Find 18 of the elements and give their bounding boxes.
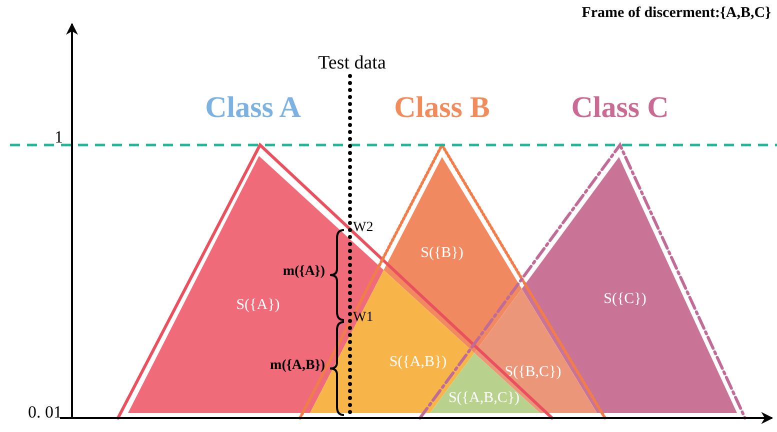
tick-label: 1: [54, 128, 63, 146]
class-label: Class A: [205, 93, 301, 123]
region-label: S({A,B}): [389, 354, 447, 370]
class-label: Class C: [571, 93, 669, 123]
region-label: S({B}): [420, 244, 464, 262]
class-label: Class B: [394, 93, 490, 123]
test-data-label: Test data: [318, 54, 386, 72]
title: Frame of discerment:{A,B,C}: [582, 5, 771, 22]
region-area: [128, 156, 384, 413]
region-label: S({B,C}): [504, 364, 562, 380]
point-label: W2: [353, 221, 374, 235]
point-label: W1: [353, 311, 374, 325]
region-label: S({A}): [236, 296, 280, 314]
tick-label: 0. 01: [28, 404, 62, 420]
region-label: S({A,B,C}): [448, 390, 520, 406]
region-label: S({C}): [604, 290, 646, 308]
mass-label: m({A}): [282, 265, 325, 279]
mass-label: m({A,B}): [270, 359, 325, 373]
